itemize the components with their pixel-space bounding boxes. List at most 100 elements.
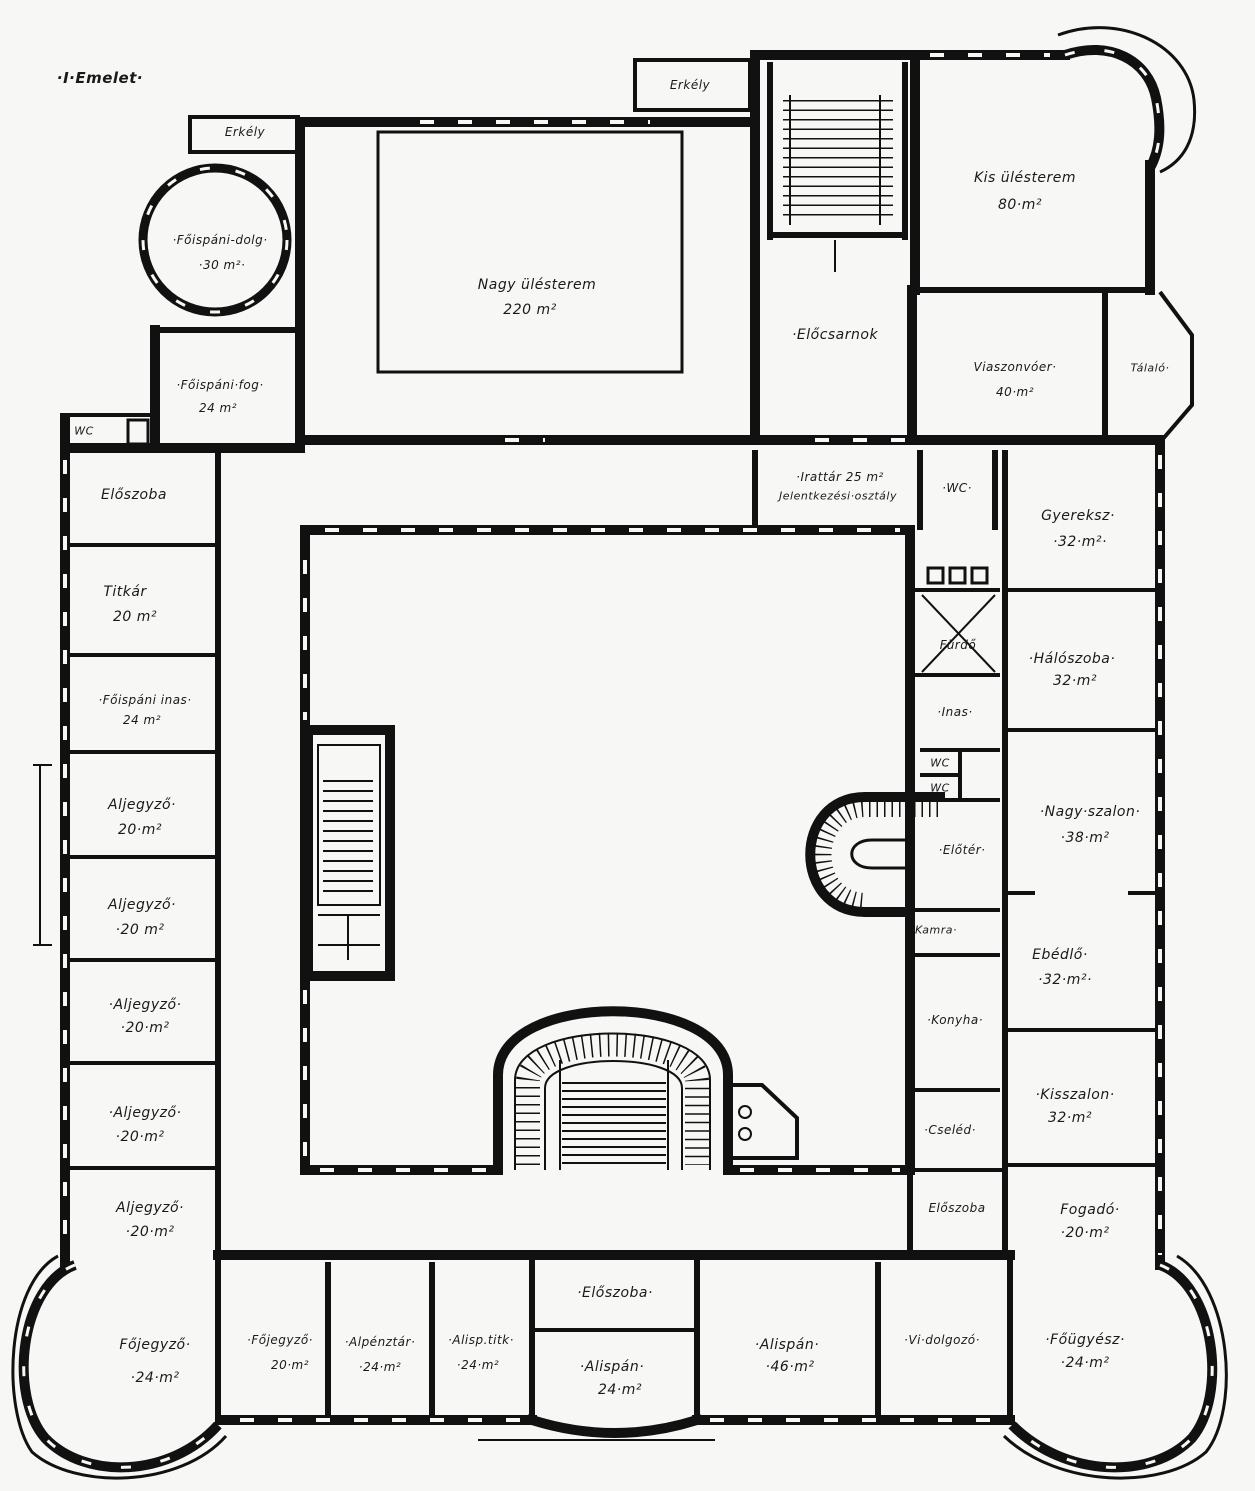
room-area-nagy-ulesterem: 220 m²	[503, 302, 557, 318]
wc-fixture	[126, 418, 150, 446]
tower-windows	[22, 48, 1214, 1469]
balcony-left	[188, 115, 300, 154]
room-area-aljegyzo: ·20 m²	[115, 922, 165, 938]
room-area-gyerekszoba: ·32·m²·	[1053, 534, 1107, 550]
round-office-windows	[141, 166, 289, 314]
spiral-stair-steps	[813, 799, 938, 911]
window-marks	[63, 53, 1162, 1422]
room-label-alispan-24: ·Alispán·	[579, 1359, 645, 1375]
room-area-alpenztar: ·24·m²	[358, 1360, 402, 1374]
room-label-eloszoba-bottom: ·Előszoba·	[577, 1285, 653, 1301]
room-label-aljegyzo: Aljegyző·	[115, 1200, 185, 1216]
room-label-elocsarnok: ·Előcsarnok	[791, 327, 879, 343]
room-area-foispani-dolgozo: ·30 m²·	[198, 258, 246, 272]
room-area-alispan-46: ·46·m²	[765, 1359, 815, 1375]
room-note-irattar: Jelentkezési·osztály	[779, 489, 897, 503]
room-label-alispan-46: ·Alispán·	[754, 1337, 820, 1353]
bath-cross	[921, 594, 996, 673]
room-area-fojegyzo-sarok: ·24·m²	[130, 1370, 180, 1386]
room-label-gyerekszoba: Gyereksz·	[1041, 508, 1115, 524]
room-area-fogado: ·20·m²	[1060, 1225, 1110, 1241]
room-label-ebedlo: Ebédlő·	[1032, 947, 1088, 963]
room-area-ebedlo: ·32·m²·	[1038, 972, 1092, 988]
room-label-eloter: ·Előtér·	[938, 843, 986, 857]
room-label-vi-dolgozo: ·Vi·dolgozó·	[904, 1333, 980, 1347]
interior-walls	[160, 62, 1150, 1420]
top-stair-rails	[789, 95, 881, 272]
great-hall-outline	[376, 130, 684, 374]
room-area-fougyesz: ·24·m²	[1060, 1355, 1110, 1371]
main-stair-flight	[514, 1032, 711, 1170]
room-label-aljegyzo: ·Aljegyző·	[108, 997, 182, 1013]
room-label-aljegyzo: Aljegyző·	[107, 897, 177, 913]
room-area-alispan-24: 24·m²	[597, 1382, 643, 1398]
room-area-kisszalon: 32·m²	[1047, 1110, 1093, 1126]
courtyard-wall	[300, 525, 915, 1175]
room-label-kamra: ·Kamra·	[910, 923, 958, 937]
room-label-fojegyzo: ·Főjegyző·	[247, 1333, 313, 1347]
room-label-erkely-top: Erkély	[669, 78, 711, 92]
room-label-konyha: ·Konyha·	[926, 1013, 984, 1027]
room-area-kis-ulesterem: 80·m²	[997, 197, 1043, 213]
room-label-foispani-dolgozo: ·Főispáni-dolg·	[172, 233, 268, 247]
room-label-foispani-fogado: ·Főispáni·fog·	[176, 378, 264, 392]
room-label-furdo: Fürdő	[939, 638, 977, 652]
room-label-wc-b: WC	[930, 781, 950, 795]
room-label-viaszonvoer: Viaszonvóer·	[973, 360, 1057, 374]
side-stair-wall	[303, 725, 395, 981]
main-walls	[60, 50, 1165, 1438]
side-stair-landing	[318, 914, 380, 960]
balcony-top	[633, 58, 752, 112]
room-area-foispani-fogado: 24 m²	[198, 401, 238, 415]
lift-box	[948, 566, 967, 585]
room-label-titkar: Titkár	[103, 584, 147, 600]
room-label-irattar: ·Irattár 25 m²	[796, 470, 884, 484]
room-area-viaszonvoer: 40·m²	[995, 385, 1035, 399]
floor-title: ·I·Emelet·	[56, 69, 144, 87]
side-bracket	[33, 764, 52, 946]
room-label-inas: ·Inas·	[937, 705, 973, 719]
room-label-wc-a: WC	[930, 756, 950, 770]
room-area-aljegyzo: 20·m²	[117, 822, 163, 838]
room-label-alisp-titkar: ·Alisp.titk·	[448, 1333, 514, 1347]
room-label-fogado: Fogadó·	[1060, 1202, 1120, 1218]
room-label-eloszoba-right: Előszoba	[928, 1201, 986, 1215]
room-label-kis-ulesterem: Kis ülésterem	[973, 170, 1077, 186]
stair-side-fixture	[738, 1105, 752, 1119]
room-label-nagy-ulesterem: Nagy ülésterem	[477, 277, 597, 293]
room-label-wc-left: WC	[74, 424, 94, 438]
lift-box	[970, 566, 989, 585]
room-area-foispani-inas: 24 m²	[122, 713, 162, 727]
room-label-foispani-inas: ·Főispáni inas·	[98, 693, 192, 707]
stair-side-box	[728, 1083, 799, 1160]
room-label-aljegyzo: Aljegyző·	[107, 797, 177, 813]
room-area-alisp-titkar: ·24·m²	[456, 1358, 500, 1372]
room-label-erkely-left: Erkély	[224, 125, 266, 139]
room-area-titkar: 20 m²	[112, 609, 158, 625]
room-area-haloszoba: 32·m²	[1052, 673, 1098, 689]
room-label-kisszalon: ·Kisszalon·	[1035, 1087, 1115, 1103]
room-label-eloszoba-left: Előszoba	[101, 487, 167, 503]
partition-walls	[65, 290, 1194, 1332]
spiral-stair-core	[850, 838, 905, 870]
room-label-wc-top: ·WC·	[942, 481, 972, 495]
room-area-nagy-szalon: ·38·m²	[1060, 830, 1110, 846]
lift-box	[926, 566, 945, 585]
room-area-aljegyzo: ·20·m²	[115, 1129, 165, 1145]
stair-side-fixture	[738, 1127, 752, 1141]
tower-outline	[11, 26, 1228, 1480]
room-label-alpenztar: ·Alpénztár·	[344, 1335, 416, 1349]
room-label-nagy-szalon: ·Nagy·szalon·	[1039, 804, 1141, 820]
room-area-aljegyzo: ·20·m²	[125, 1224, 175, 1240]
wc-box-left	[63, 413, 157, 450]
room-area-fojegyzo: 20·m²	[270, 1358, 310, 1372]
side-stair-outline	[317, 744, 381, 906]
room-label-haloszoba: ·Hálószoba·	[1028, 651, 1116, 667]
room-area-aljegyzo: ·20·m²	[120, 1020, 170, 1036]
spiral-stair-wall	[805, 792, 945, 917]
room-label-fougyesz: ·Főügyész·	[1045, 1332, 1125, 1348]
room-label-fojegyzo-sarok: Főjegyző·	[119, 1337, 191, 1353]
room-label-cseled: ·Cseléd·	[924, 1123, 976, 1137]
